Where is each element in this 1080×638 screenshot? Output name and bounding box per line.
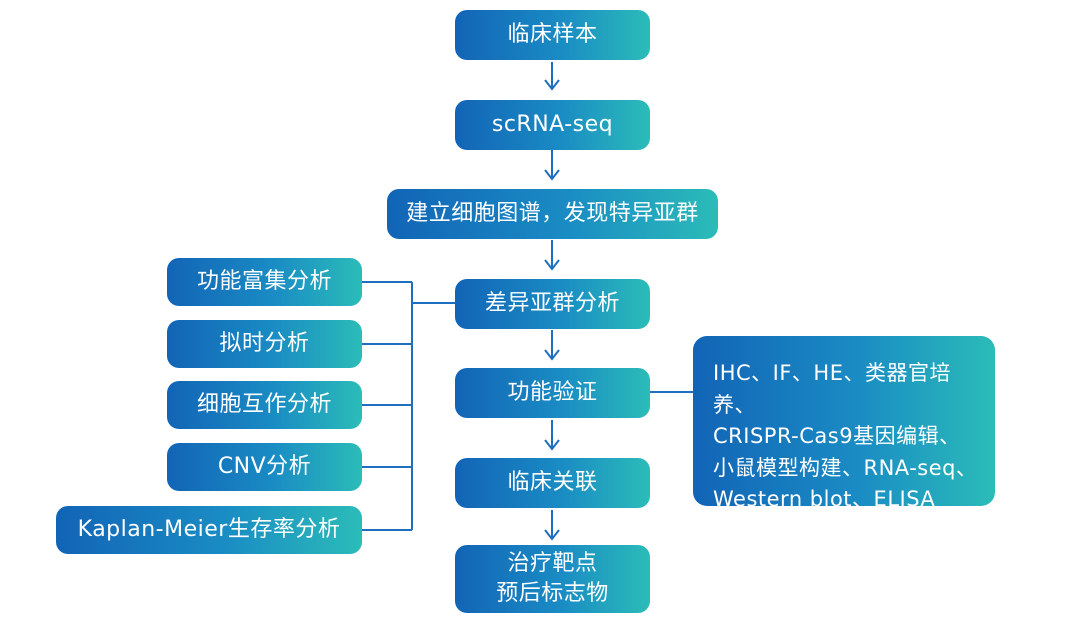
analysis-kaplan-meier: Kaplan-Meier生存率分析 [56, 506, 362, 554]
flow-step-cell-atlas: 建立细胞图谱，发现特异亚群 [387, 189, 718, 239]
flow-step-scrna-seq: scRNA-seq [455, 100, 650, 150]
flow-step-functional-validation: 功能验证 [455, 368, 650, 418]
flow-step-clinical-association: 临床关联 [455, 458, 650, 508]
analysis-cnv: CNV分析 [167, 443, 362, 491]
flow-step-targets-markers: 治疗靶点 预后标志物 [455, 545, 650, 613]
analysis-cell-interaction: 细胞互作分析 [167, 381, 362, 429]
validation-methods-box: IHC、IF、HE、类器官培养、 CRISPR-Cas9基因编辑、 小鼠模型构建… [693, 336, 995, 511]
analysis-functional-enrichment: 功能富集分析 [167, 258, 362, 306]
flow-step-clinical-samples: 临床样本 [455, 10, 650, 60]
analysis-pseudotime: 拟时分析 [167, 320, 362, 368]
flow-step-subgroup-analysis: 差异亚群分析 [455, 279, 650, 329]
